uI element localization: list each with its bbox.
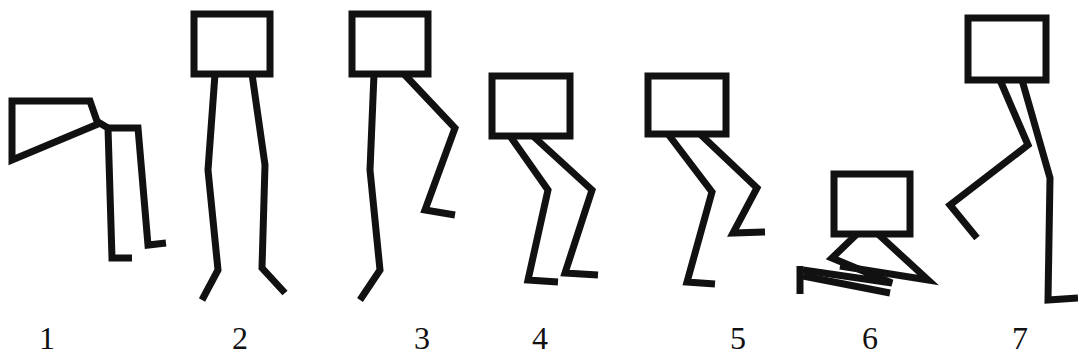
figure-leg [510,136,558,282]
figure-leg [700,134,765,233]
figure-body [968,18,1046,80]
figure-foot [797,266,804,294]
figure-leg [950,80,1028,238]
figure-leg [360,74,380,300]
figure-number: 2 [232,320,248,356]
stick-figure-1 [12,101,166,258]
stick-figure-6 [800,174,928,294]
figure-body [12,101,98,160]
figure-number: 5 [730,320,746,356]
figure-leg [108,128,166,245]
figure-leg [252,74,285,293]
figure-number: 4 [532,320,548,356]
figure-body [834,174,910,234]
figure-body [194,14,270,74]
figure-leg [533,136,598,275]
figure-leg [840,234,928,280]
stick-figure-2 [194,14,285,300]
stick-figure-4 [492,76,598,282]
figure-leg [404,74,455,215]
figure-number: 1 [39,320,55,356]
figure-body [352,14,428,74]
figure-number: 7 [1012,320,1028,356]
figure-leg [98,122,132,258]
figure-leg [803,276,890,293]
figure-body [648,76,726,134]
stick-figure-7 [950,18,1078,300]
figure-number: 3 [414,320,430,356]
stick-figure-5 [648,76,765,284]
figure-leg [1022,80,1078,300]
figure-leg [202,74,218,300]
figure-leg [668,134,715,284]
figure-body [492,76,570,136]
figure-number: 6 [862,320,878,356]
stick-figure-3 [352,14,455,300]
